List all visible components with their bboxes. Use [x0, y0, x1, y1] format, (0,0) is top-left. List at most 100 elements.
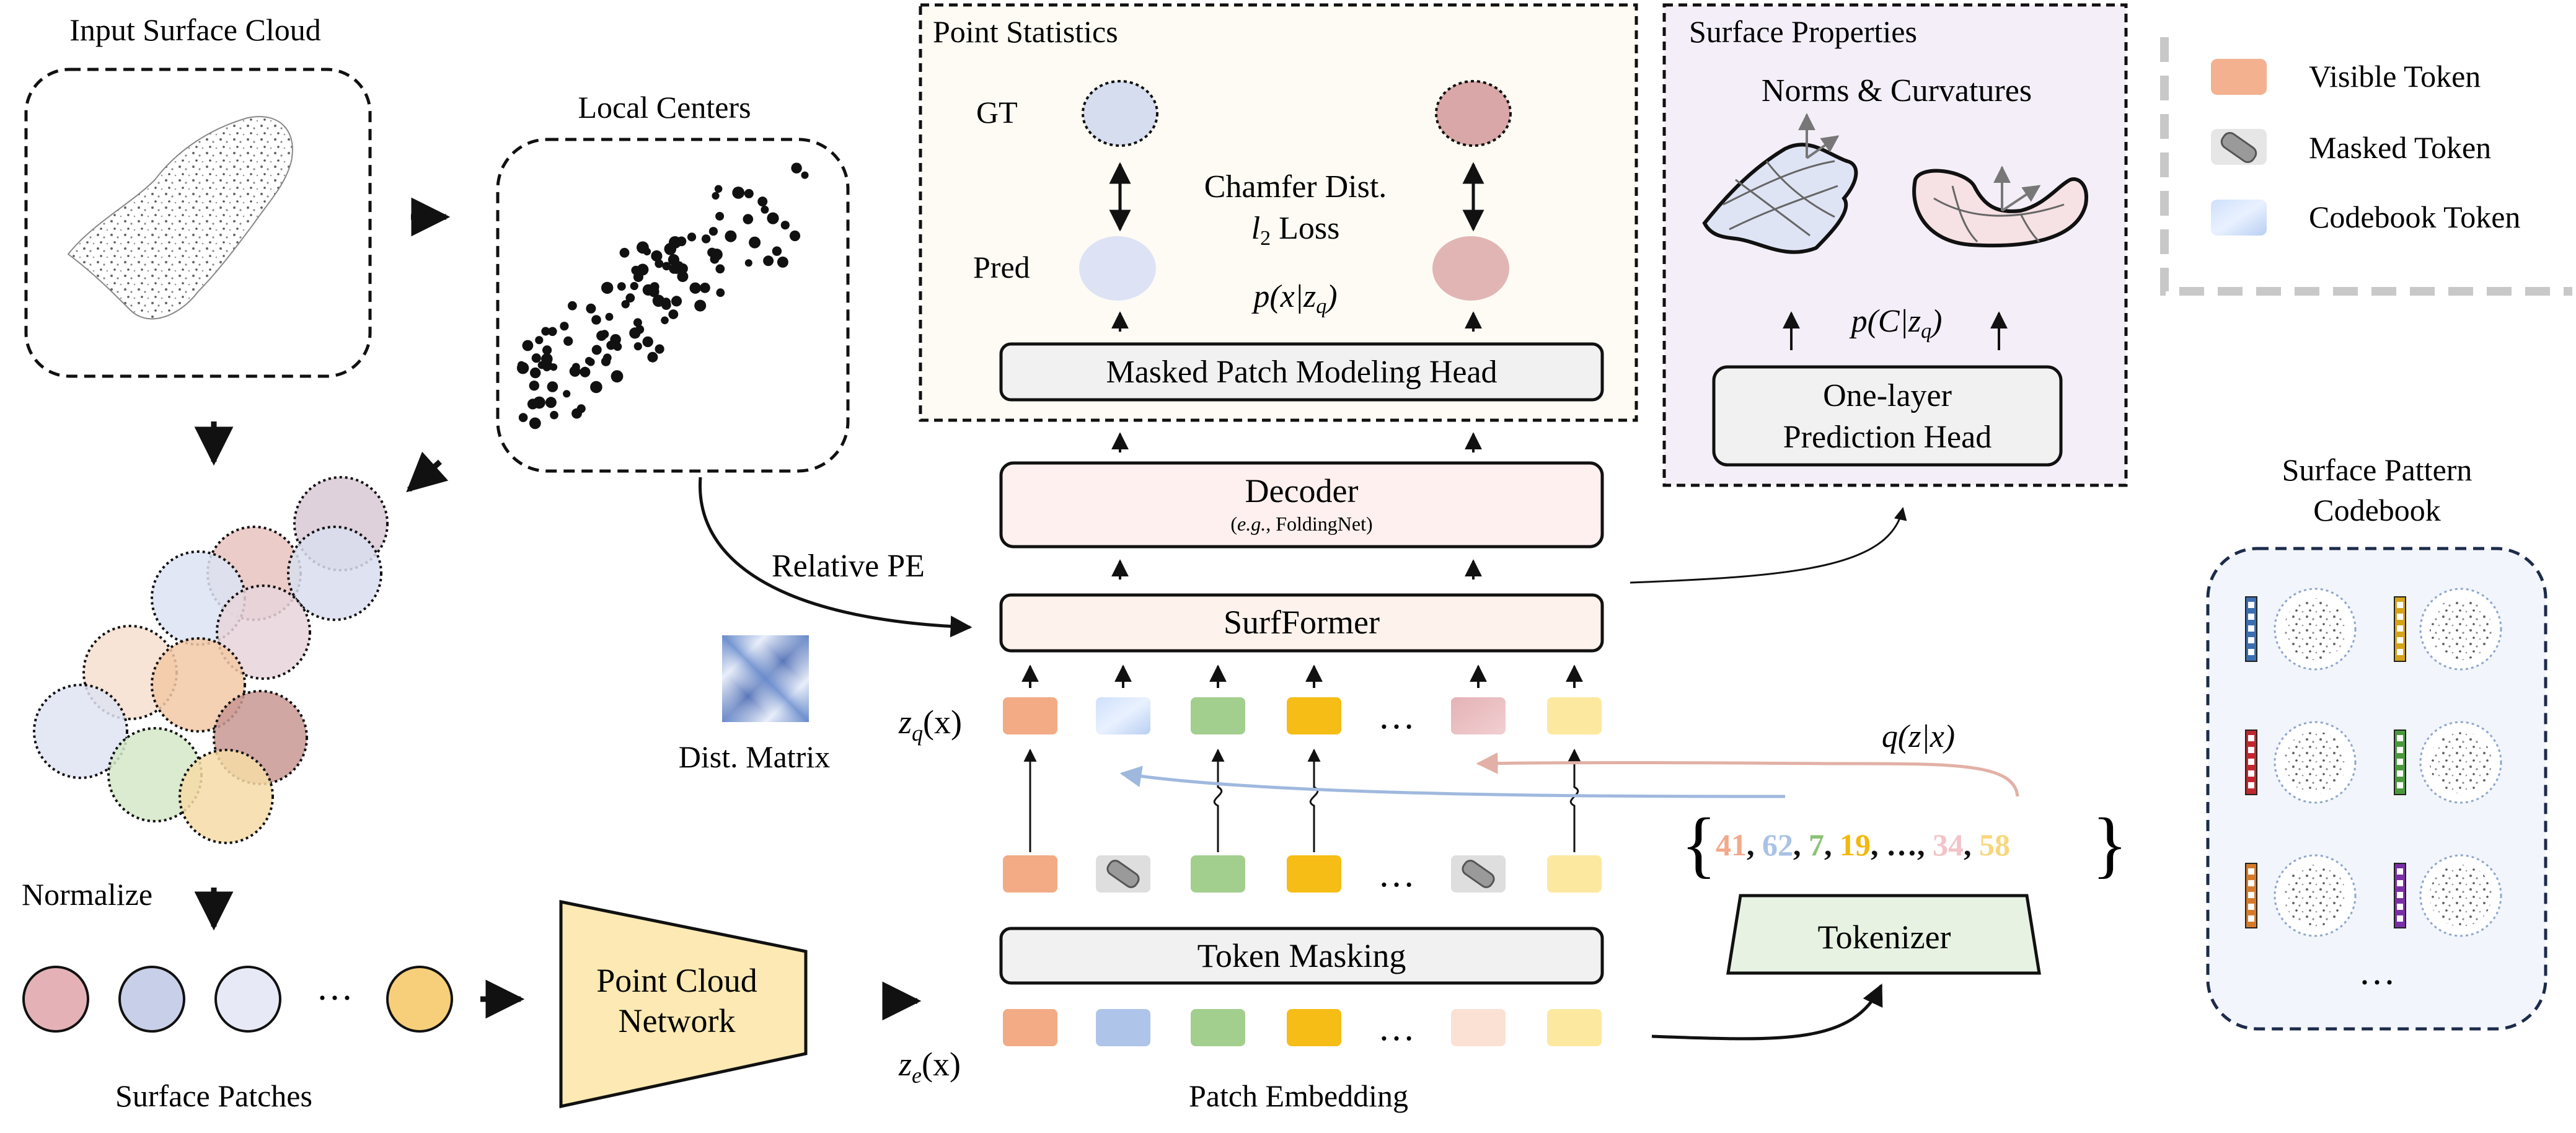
- center-dot: [712, 192, 720, 200]
- center-dot: [677, 271, 689, 283]
- center-dot: [716, 288, 725, 298]
- input-cloud-frame: [24, 68, 372, 378]
- mpm-head-label: Masked Patch Modeling Head: [1106, 355, 1497, 390]
- center-dot: [531, 353, 541, 363]
- token-id-list: 41, 62, 7, 19, …, 34, 58: [1716, 827, 2010, 862]
- center-dot: [621, 300, 630, 309]
- token-id-separator: ,: [1871, 827, 1886, 862]
- center-dot: [642, 336, 653, 348]
- token-id-set: { 41, 62, 7, 19, …, 34, 58 }: [1681, 803, 2128, 885]
- center-dot: [633, 271, 643, 282]
- center-dot: [527, 399, 539, 410]
- center-dot: [619, 247, 630, 258]
- ze-token-orange: [1003, 1009, 1057, 1046]
- center-dot: [801, 171, 809, 179]
- center-dot: [571, 408, 582, 419]
- mask-rod-icon-1: [1106, 860, 1140, 888]
- gt-blue-patch: [1082, 80, 1158, 147]
- center-dot: [611, 370, 624, 383]
- surfformer-block: SurfFormer: [999, 593, 1604, 653]
- ze-token-green: [1191, 1009, 1245, 1046]
- center-dot: [542, 363, 551, 372]
- input-cloud-section: Input Surface Cloud: [24, 12, 372, 378]
- center-dot: [694, 299, 707, 312]
- prediction-head-line2: Prediction Head: [1783, 420, 1992, 455]
- input-cloud-shape: [67, 116, 293, 320]
- tokenizer-label: Tokenizer: [1817, 919, 1951, 956]
- center-dot: [707, 247, 717, 257]
- zq-ellipsis: …: [1378, 695, 1415, 736]
- center-dot: [516, 362, 529, 374]
- legend-mask-rod-icon: [2220, 131, 2257, 164]
- center-dot: [518, 413, 528, 422]
- point-statistics-panel: Point Statistics GT Pred Chamfer Dist. l…: [919, 3, 1638, 422]
- token-id-open-brace: {: [1681, 803, 1717, 885]
- ze-token-yellow: [1287, 1009, 1341, 1046]
- qzx-label: q(z|x): [1882, 719, 1955, 754]
- ze-ellipsis: …: [1378, 1007, 1415, 1048]
- overlap-patch-2: [287, 526, 382, 621]
- zq-token-codebook-pink: [1451, 697, 1506, 734]
- local-centers-label: Local Centers: [578, 90, 751, 125]
- overlap-patch-4: [216, 584, 311, 680]
- local-centers-frame: [496, 138, 850, 473]
- center-dot: [744, 259, 752, 267]
- local-centers-section: Local Centers: [496, 90, 850, 473]
- center-dot: [529, 381, 539, 391]
- surfformer-to-properties-arrow: [1630, 506, 1907, 584]
- center-dot: [664, 243, 677, 255]
- token-id-separator: ,: [1793, 827, 1809, 862]
- token-id-separator: ,: [1824, 827, 1840, 862]
- surface-patch-ellipsis: ···: [316, 977, 353, 1018]
- center-dot: [743, 214, 754, 224]
- center-dot: [596, 330, 607, 341]
- center-dot: [586, 303, 596, 314]
- center-dot: [662, 262, 671, 271]
- codebook-title-line2: Codebook: [2313, 493, 2441, 527]
- center-dot: [590, 381, 602, 394]
- token-id-4: …: [1886, 827, 1917, 862]
- token-id-0: 41: [1716, 827, 1747, 862]
- prediction-head-box: [1712, 365, 2063, 467]
- center-dot: [661, 316, 669, 325]
- center-dot: [545, 397, 557, 408]
- center-dot: [687, 232, 697, 242]
- center-dot: [610, 334, 621, 345]
- center-dot: [749, 236, 761, 249]
- center-dot: [541, 353, 553, 365]
- zq-token-row: zq(x) …: [898, 695, 1602, 746]
- zq-token-codebook-blue: [1096, 697, 1150, 734]
- center-dot: [714, 185, 723, 193]
- center-dot: [725, 230, 737, 242]
- relative-pe-label: Relative PE: [772, 549, 925, 584]
- center-dot: [633, 318, 642, 327]
- masked-row-token-orange: [1003, 855, 1057, 893]
- norms-curvatures-label: Norms & Curvatures: [1762, 73, 2032, 108]
- point-cloud-network: Point Cloud Network: [559, 899, 808, 1109]
- center-dot: [647, 351, 658, 363]
- masked-token-row: …: [1003, 853, 1602, 894]
- surface-pattern-codebook: Surface Pattern Codebook ···: [2206, 452, 2547, 1031]
- token-id-separator: ,: [1917, 827, 1933, 862]
- center-dot: [677, 263, 688, 274]
- center-dot: [744, 188, 754, 198]
- center-dot: [651, 250, 663, 262]
- center-dot: [591, 345, 602, 355]
- center-dot: [642, 284, 655, 296]
- decoder-example: (e.g., FoldingNet): [1230, 513, 1372, 535]
- center-dot: [560, 322, 569, 331]
- zq-token-lightyellow: [1547, 697, 1602, 734]
- codebook-lookup-arrows: q(z|x): [1119, 719, 2019, 798]
- token-id-separator: ,: [1964, 827, 1979, 862]
- center-dot: [637, 241, 649, 254]
- center-dot: [591, 315, 601, 325]
- masked-to-zq-connectors: [1023, 748, 1581, 852]
- normalize-section: Normalize: [22, 877, 234, 931]
- surfformer-box: [999, 593, 1604, 653]
- legend-swatch-visible: [2211, 59, 2267, 95]
- ze-to-tokenizer-arrow: [1651, 983, 1883, 1041]
- center-dot: [715, 211, 725, 221]
- center-dot: [601, 356, 611, 366]
- zq-to-surfformer-arrows: [1021, 664, 1583, 688]
- center-dot: [568, 301, 577, 311]
